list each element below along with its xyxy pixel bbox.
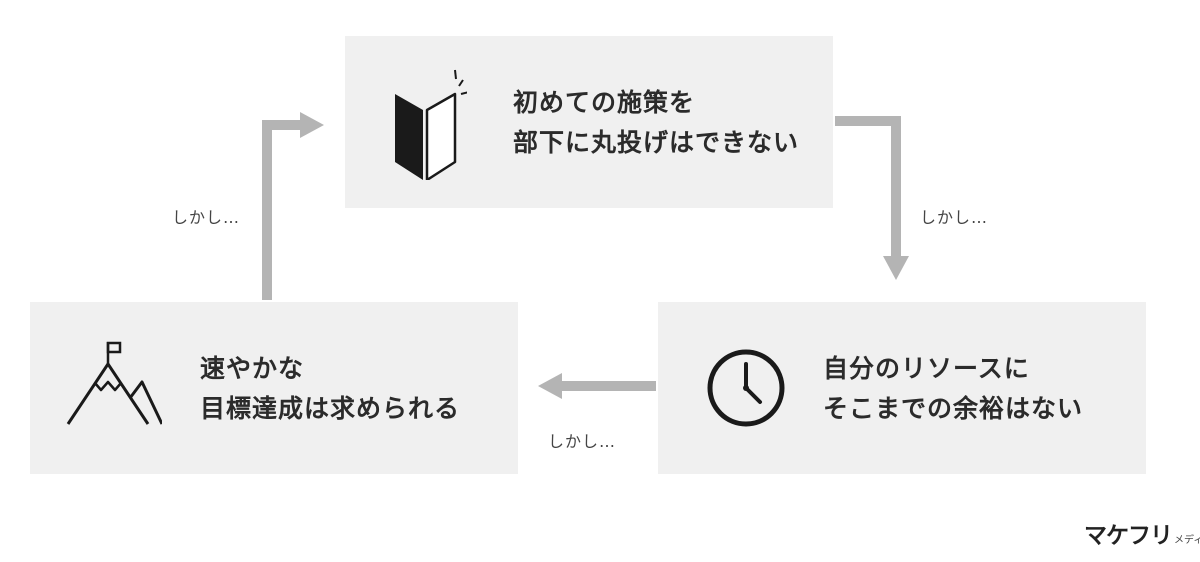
box-right: 自分のリソースに そこまでの余裕はない xyxy=(658,302,1146,474)
caption-right: しかし… xyxy=(920,208,989,227)
box-left: 速やかな 目標達成は求められる xyxy=(30,302,518,474)
box-right-line-2: そこまでの余裕はない xyxy=(823,394,1084,423)
mountain-flag-icon xyxy=(62,340,164,434)
box-right-text: 自分のリソースに そこまでの余裕はない xyxy=(823,349,1083,429)
logo-sub-text: メディア xyxy=(1174,535,1200,546)
logo-main-text: マケフリ xyxy=(1084,523,1173,549)
beginner-mark-icon xyxy=(387,64,470,184)
arrow-right-to-left xyxy=(538,373,656,399)
box-top-line-1: 初めての施策を xyxy=(513,88,696,117)
box-right-line-1: 自分のリソースに xyxy=(823,354,1030,383)
box-left-line-1: 速やかな xyxy=(200,354,305,383)
arrow-left-to-top xyxy=(262,112,324,300)
box-top-text: 初めての施策を 部下に丸投げはできない xyxy=(513,83,799,163)
caption-bottom: しかし… xyxy=(548,432,617,451)
box-left-text: 速やかな 目標達成は求められる xyxy=(200,349,460,429)
caption-left: しかし… xyxy=(172,208,241,227)
box-top-line-2: 部下に丸投げはできない xyxy=(513,128,800,157)
arrow-top-to-right xyxy=(835,116,909,280)
brand-logo: マケフリメディア xyxy=(1084,516,1200,550)
clock-icon xyxy=(700,342,792,438)
box-top: 初めての施策を 部下に丸投げはできない xyxy=(345,36,833,208)
box-left-line-2: 目標達成は求められる xyxy=(200,394,461,423)
